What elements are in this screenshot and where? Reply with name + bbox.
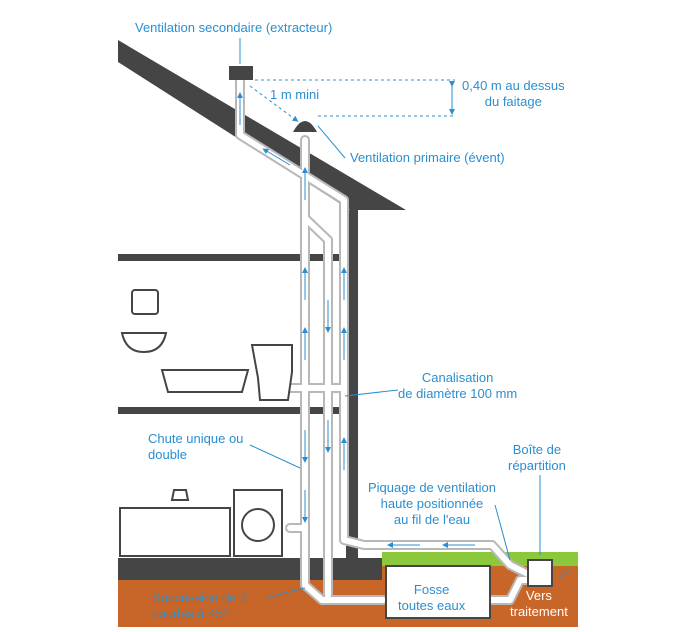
label-ventilation-primaire: Ventilation primaire (évent) (350, 150, 505, 165)
label-fosse-line1: Fosse (413, 582, 450, 597)
kitchen-cabinet (119, 507, 231, 557)
extractor-cap (229, 66, 253, 80)
label-canalisation-line2: de diamètre 100 mm (398, 386, 518, 401)
label-ventilation-secondaire: Ventilation secondaire (extracteur) (135, 20, 333, 35)
label-piquage: Piquage de ventilation haute positionnée… (368, 480, 496, 528)
leader-lines (239, 38, 571, 599)
pipes-inner (237, 77, 543, 603)
label-chute: Chute unique ou double (148, 431, 243, 463)
bathtub (160, 369, 250, 393)
label-fosse-line2: toutes eaux (398, 598, 466, 613)
kitchen-fixtures (119, 489, 283, 557)
label-fosse: Fosse toutes eaux (398, 582, 465, 614)
bathroom-fixtures (120, 289, 293, 401)
washing-machine-door (241, 508, 275, 542)
label-vers-line1: Vers (525, 588, 552, 603)
label-coudes: Succession de 2 coudes à 45° (152, 590, 247, 622)
label-boite-repartition: Boîte de répartition (508, 442, 566, 474)
toilet (250, 344, 293, 401)
label-chute-line2: double (148, 447, 188, 462)
label-canalisation-line1: Canalisation (421, 370, 494, 385)
label-hauteur-faitage: 0,40 m au dessus du faitage (462, 78, 565, 110)
label-canalisation: Canalisation de diamètre 100 mm (398, 370, 517, 402)
mirror (131, 289, 159, 315)
label-piquage-line2: haute positionnée (380, 496, 484, 511)
roof (118, 40, 406, 210)
air-flow-arrows (237, 92, 475, 548)
label-vers-line2: traitement (510, 604, 568, 619)
label-chute-line1: Chute unique ou (148, 431, 244, 446)
label-hauteur-line2: du faitage (484, 94, 542, 109)
kettle (170, 489, 190, 501)
septic-tank (385, 565, 491, 619)
primary-vent-cap (293, 121, 317, 132)
upper-floor (118, 254, 346, 261)
label-boite-line2: répartition (508, 458, 566, 473)
distribution-box (527, 559, 553, 587)
label-hauteur-line1: 0,40 m au dessus (462, 78, 565, 93)
foundation-slab (118, 558, 382, 580)
label-coudes-line1: Succession de 2 (152, 590, 248, 605)
label-boite-line1: Boîte de (512, 442, 562, 457)
middle-floor (118, 407, 346, 414)
label-piquage-line1: Piquage de ventilation (368, 480, 496, 495)
label-piquage-line3: au fil de l'eau (393, 512, 471, 527)
label-distance-mini: 1 m mini (270, 87, 320, 102)
sink (120, 332, 168, 354)
label-coudes-line2: coudes à 45° (152, 606, 229, 621)
label-vers-traitement: Vers traitement (510, 588, 568, 620)
